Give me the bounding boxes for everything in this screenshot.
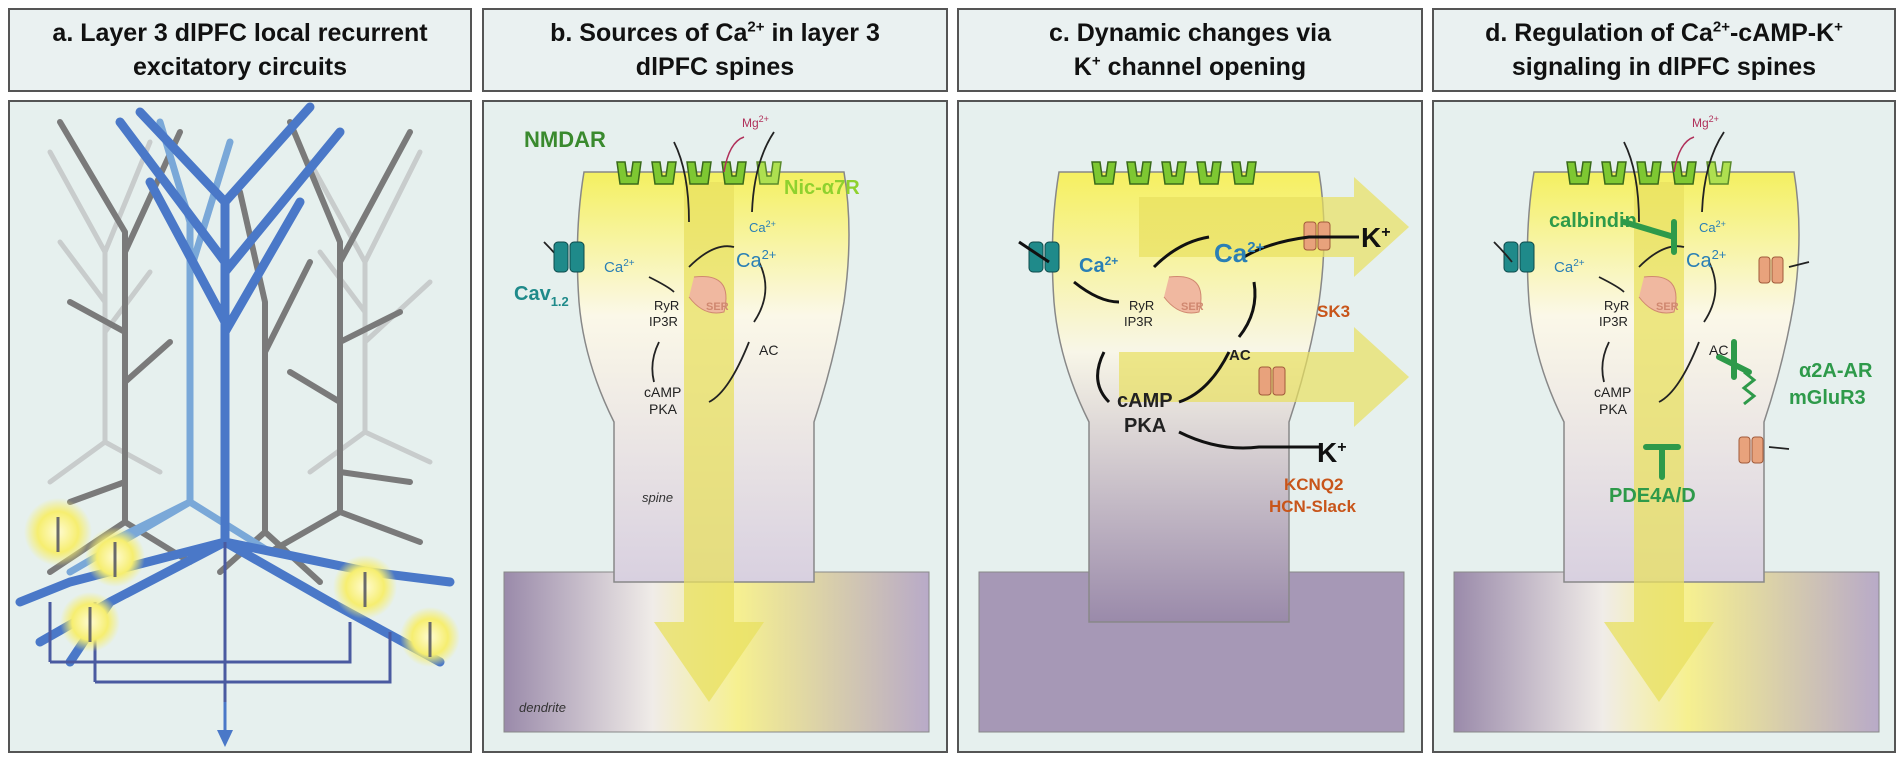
ryr-label: RyR [1129,298,1154,313]
panel-c-spine: Ca2+ Ca2+ SER RyR IP3R AC cAMP PKA K+ K+… [957,100,1423,753]
ryr-label: RyR [654,298,679,313]
cav-channel [1503,241,1535,273]
kcnq2-label: KCNQ2 [1284,475,1344,494]
nmdar-label: NMDAR [524,127,606,152]
ser-organelle [688,275,727,314]
panel-c-title-pre: K [1073,53,1092,81]
synapse-glows [24,498,460,667]
panel-d-title-pre: d. Regulation of Ca [1485,19,1713,47]
ser-label: SER [1181,301,1204,313]
neuron-circuit-illustration [15,102,460,747]
kcnq2-channel [1258,366,1286,396]
signal-arrows [1493,131,1810,450]
panel-a-title-line2: excitatory circuits [133,53,347,81]
panel-c-title-post: channel opening [1100,53,1307,81]
panel-b-title-post: in layer 3 [764,19,880,47]
k-channel-upper [1758,256,1784,284]
ser-label: SER [706,301,729,313]
calbindin-label: calbindin [1549,210,1637,232]
k-label-2: K+ [1317,437,1347,468]
panel-b-title-sup: 2+ [747,18,765,36]
cav-channel [553,241,585,273]
pka-label: PKA [1599,401,1628,417]
spine-label: spine [642,490,673,505]
ca-label-1: Ca2+ [1079,254,1118,277]
cav-label: Cav1.2 [514,283,569,309]
camp-label: cAMP [1594,384,1631,400]
k-flow-arrow-upper [1139,177,1409,277]
ser-label: SER [1656,301,1679,313]
mg-label: Mg2+ [742,114,769,130]
light-blue-neuron [66,118,274,576]
panel-b-title-line2: dlPFC spines [635,53,795,81]
ac-label: AC [759,342,778,358]
ip3r-label: IP3R [1599,314,1628,329]
receptor-7tm-icon [1741,370,1757,406]
camp-label: cAMP [1117,390,1173,412]
ac-label: AC [1229,347,1251,364]
panel-d-title-sup1: 2+ [1712,18,1730,36]
ca-flow-arrow [1604,182,1714,702]
camp-label: cAMP [644,384,681,400]
panel-a-title: a. Layer 3 dlPFC local recurrent excitato… [8,8,472,92]
panel-b-title: b. Sources of Ca2+ in layer 3 dlPFC spine… [482,8,948,92]
panel-d-title-mid: -cAMP-K [1729,19,1835,47]
panel-c-title-sup: + [1091,52,1101,70]
panel-c-title-line1: c. Dynamic changes via [1048,19,1332,47]
synapse-arrows [56,517,432,657]
signal-arrows [1018,235,1359,450]
sk3-label: SK3 [1317,302,1350,321]
pde4-label: PDE4A/D [1609,485,1696,507]
nic-a7r-receptor [1706,161,1732,185]
ca-flow-arrow [654,182,764,702]
nmdar-receptors [616,161,747,185]
pka-label: PKA [649,401,678,417]
nic-a7r-label: Nic-α7R [784,177,860,199]
signal-arrows [543,131,775,403]
panel-d-title-line2: signaling in dlPFC spines [1511,53,1817,81]
pka-label: PKA [1124,415,1166,437]
ca-label-1: Ca2+ [604,258,635,276]
ca-label-2: Ca2+ [1214,238,1265,268]
ser-organelle [1163,275,1202,314]
ca-label-2: Ca2+ [1699,219,1726,235]
k-channel-lower [1738,436,1764,464]
ca-label-3: Ca2+ [736,247,776,272]
panel-d-title-sup2: + [1834,18,1843,36]
axon-collaterals [48,542,392,712]
ser-organelle [1638,275,1677,314]
ac-label: AC [1709,342,1728,358]
nmdar-receptors [1566,161,1697,185]
gray-neurons [47,119,423,585]
dendrite-label: dendrite [519,700,566,715]
mglur3-label: mGluR3 [1789,387,1866,409]
panel-a-circuit [8,100,472,753]
a2a-ar-label: α2A-AR [1799,360,1873,382]
ip3r-label: IP3R [649,314,678,329]
panel-d-title: d. Regulation of Ca2+-cAMP-K+ signaling i… [1432,8,1896,92]
hcn-slack-label: HCN-Slack [1269,497,1356,516]
panel-d-spine: Mg2+ Ca2+ Ca2+ Ca2+ SER [1432,100,1896,753]
nmdar-receptors [1091,161,1257,185]
mg-label: Mg2+ [1692,114,1719,130]
panel-b-title-pre: b. Sources of Ca [550,19,748,47]
nic-a7r-receptor [756,161,782,185]
ca-label-1: Ca2+ [1554,258,1585,276]
ca-label-2: Ca2+ [749,219,776,235]
k-label-1: K+ [1361,222,1391,253]
panel-b-spine: NMDAR Nic-α7R Mg2+ Ca2+ Ca2+ Ca2+ Cav1.2… [482,100,948,753]
panel-a-title-line1: a. Layer 3 dlPFC local recurrent [52,19,428,47]
ryr-label: RyR [1604,298,1629,313]
inhibition-markers [1621,219,1752,480]
ca-label-3: Ca2+ [1686,247,1726,272]
ip3r-label: IP3R [1124,314,1153,329]
